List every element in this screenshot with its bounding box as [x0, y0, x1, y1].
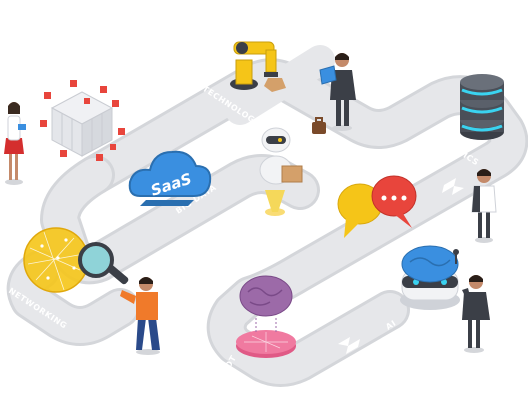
robot-arm-icon [230, 41, 286, 92]
businessman-standing [471, 169, 497, 243]
road-arrow [150, 89, 172, 106]
road-arrow [96, 218, 118, 235]
road-arrow [338, 337, 360, 354]
road-arrow [232, 140, 254, 157]
globe-network-icon [23, 227, 89, 293]
iot-chip-brain-icon [236, 318, 296, 358]
man-with-magnifier [120, 277, 160, 355]
road-arrow [362, 153, 384, 170]
saas-cloud-icon: SaaS [128, 150, 212, 206]
data-cube-icon [40, 80, 125, 161]
road-arrow [196, 247, 218, 264]
server-stack-icon [460, 74, 504, 140]
briefcase-icon [312, 117, 326, 134]
businessman-thinking [462, 275, 490, 353]
magnifier-icon [78, 242, 129, 285]
road-arrow [442, 178, 464, 195]
ai-brain-icon [239, 275, 293, 317]
chat-bubbles-icon [337, 175, 417, 238]
tablet-icon [18, 124, 26, 130]
road-arrows [96, 89, 464, 354]
woman-with-tablet [4, 102, 26, 185]
ai-robot-head-icon [400, 245, 460, 310]
businessman-laptop-icon [319, 53, 356, 131]
delivery-robot-icon [259, 127, 303, 216]
